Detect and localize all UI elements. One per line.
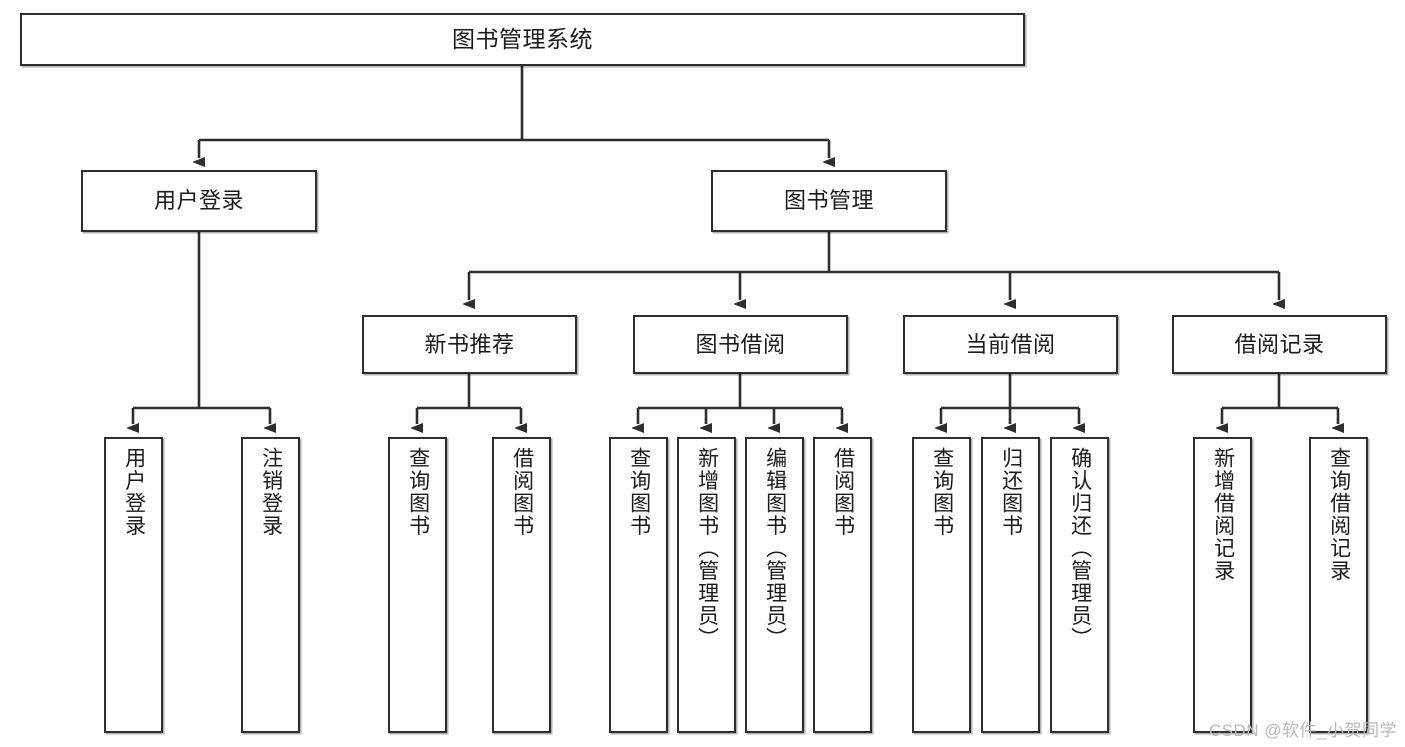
node-label: 注销登录 bbox=[259, 447, 283, 537]
node-label: 借阅记录 bbox=[1234, 331, 1325, 357]
node-label: 查询图书 bbox=[627, 447, 651, 537]
node-book-management[interactable]: 图书管理 bbox=[711, 170, 947, 232]
node-label: 查询图书 bbox=[930, 447, 954, 537]
node-user-login[interactable]: 用户登录 bbox=[81, 170, 317, 232]
leaf-return-book[interactable]: 归还图书 bbox=[981, 437, 1040, 733]
node-label: 用户登录 bbox=[153, 188, 244, 214]
node-label: 新增借阅记录 bbox=[1211, 447, 1235, 582]
node-label: 新增图书（管理员） bbox=[695, 447, 719, 650]
node-label: 图书借阅 bbox=[695, 331, 786, 357]
leaf-edit-book-admin[interactable]: 编辑图书（管理员） bbox=[745, 437, 804, 733]
leaf-query-book-borrow[interactable]: 查询图书 bbox=[609, 437, 668, 733]
node-label: 归还图书 bbox=[999, 447, 1023, 537]
node-label: 新书推荐 bbox=[424, 331, 515, 357]
leaf-query-book-recommend[interactable]: 查询图书 bbox=[388, 437, 447, 733]
node-current-borrow[interactable]: 当前借阅 bbox=[903, 315, 1118, 374]
node-new-book-recommend[interactable]: 新书推荐 bbox=[362, 315, 577, 374]
node-label: 借阅图书 bbox=[510, 447, 534, 537]
node-label: 查询借阅记录 bbox=[1327, 447, 1351, 582]
leaf-logout-login[interactable]: 注销登录 bbox=[241, 437, 300, 733]
leaf-query-borrow-record[interactable]: 查询借阅记录 bbox=[1309, 437, 1368, 733]
leaf-add-book-admin[interactable]: 新增图书（管理员） bbox=[677, 437, 736, 733]
node-label: 图书管理系统 bbox=[452, 25, 593, 52]
node-label: 当前借阅 bbox=[965, 331, 1056, 357]
leaf-query-book-current[interactable]: 查询图书 bbox=[912, 437, 971, 733]
node-borrow-record[interactable]: 借阅记录 bbox=[1172, 315, 1387, 374]
leaf-add-borrow-record[interactable]: 新增借阅记录 bbox=[1193, 437, 1252, 733]
leaf-confirm-return-admin[interactable]: 确认归还（管理员） bbox=[1050, 437, 1109, 733]
leaf-borrow-book-recommend[interactable]: 借阅图书 bbox=[492, 437, 551, 733]
node-label: 确认归还（管理员） bbox=[1068, 447, 1092, 650]
node-book-borrow[interactable]: 图书借阅 bbox=[633, 315, 848, 374]
node-label: 编辑图书（管理员） bbox=[763, 447, 787, 650]
leaf-borrow-book-borrow[interactable]: 借阅图书 bbox=[813, 437, 872, 733]
watermark: CSDN @软件_小贺同学 bbox=[1208, 721, 1397, 740]
node-label: 借阅图书 bbox=[831, 447, 855, 537]
node-root-book-management-system[interactable]: 图书管理系统 bbox=[20, 13, 1025, 66]
leaf-user-login[interactable]: 用户登录 bbox=[104, 437, 163, 733]
node-label: 用户登录 bbox=[122, 447, 146, 537]
node-label: 查询图书 bbox=[406, 447, 430, 537]
node-label: 图书管理 bbox=[783, 188, 874, 214]
